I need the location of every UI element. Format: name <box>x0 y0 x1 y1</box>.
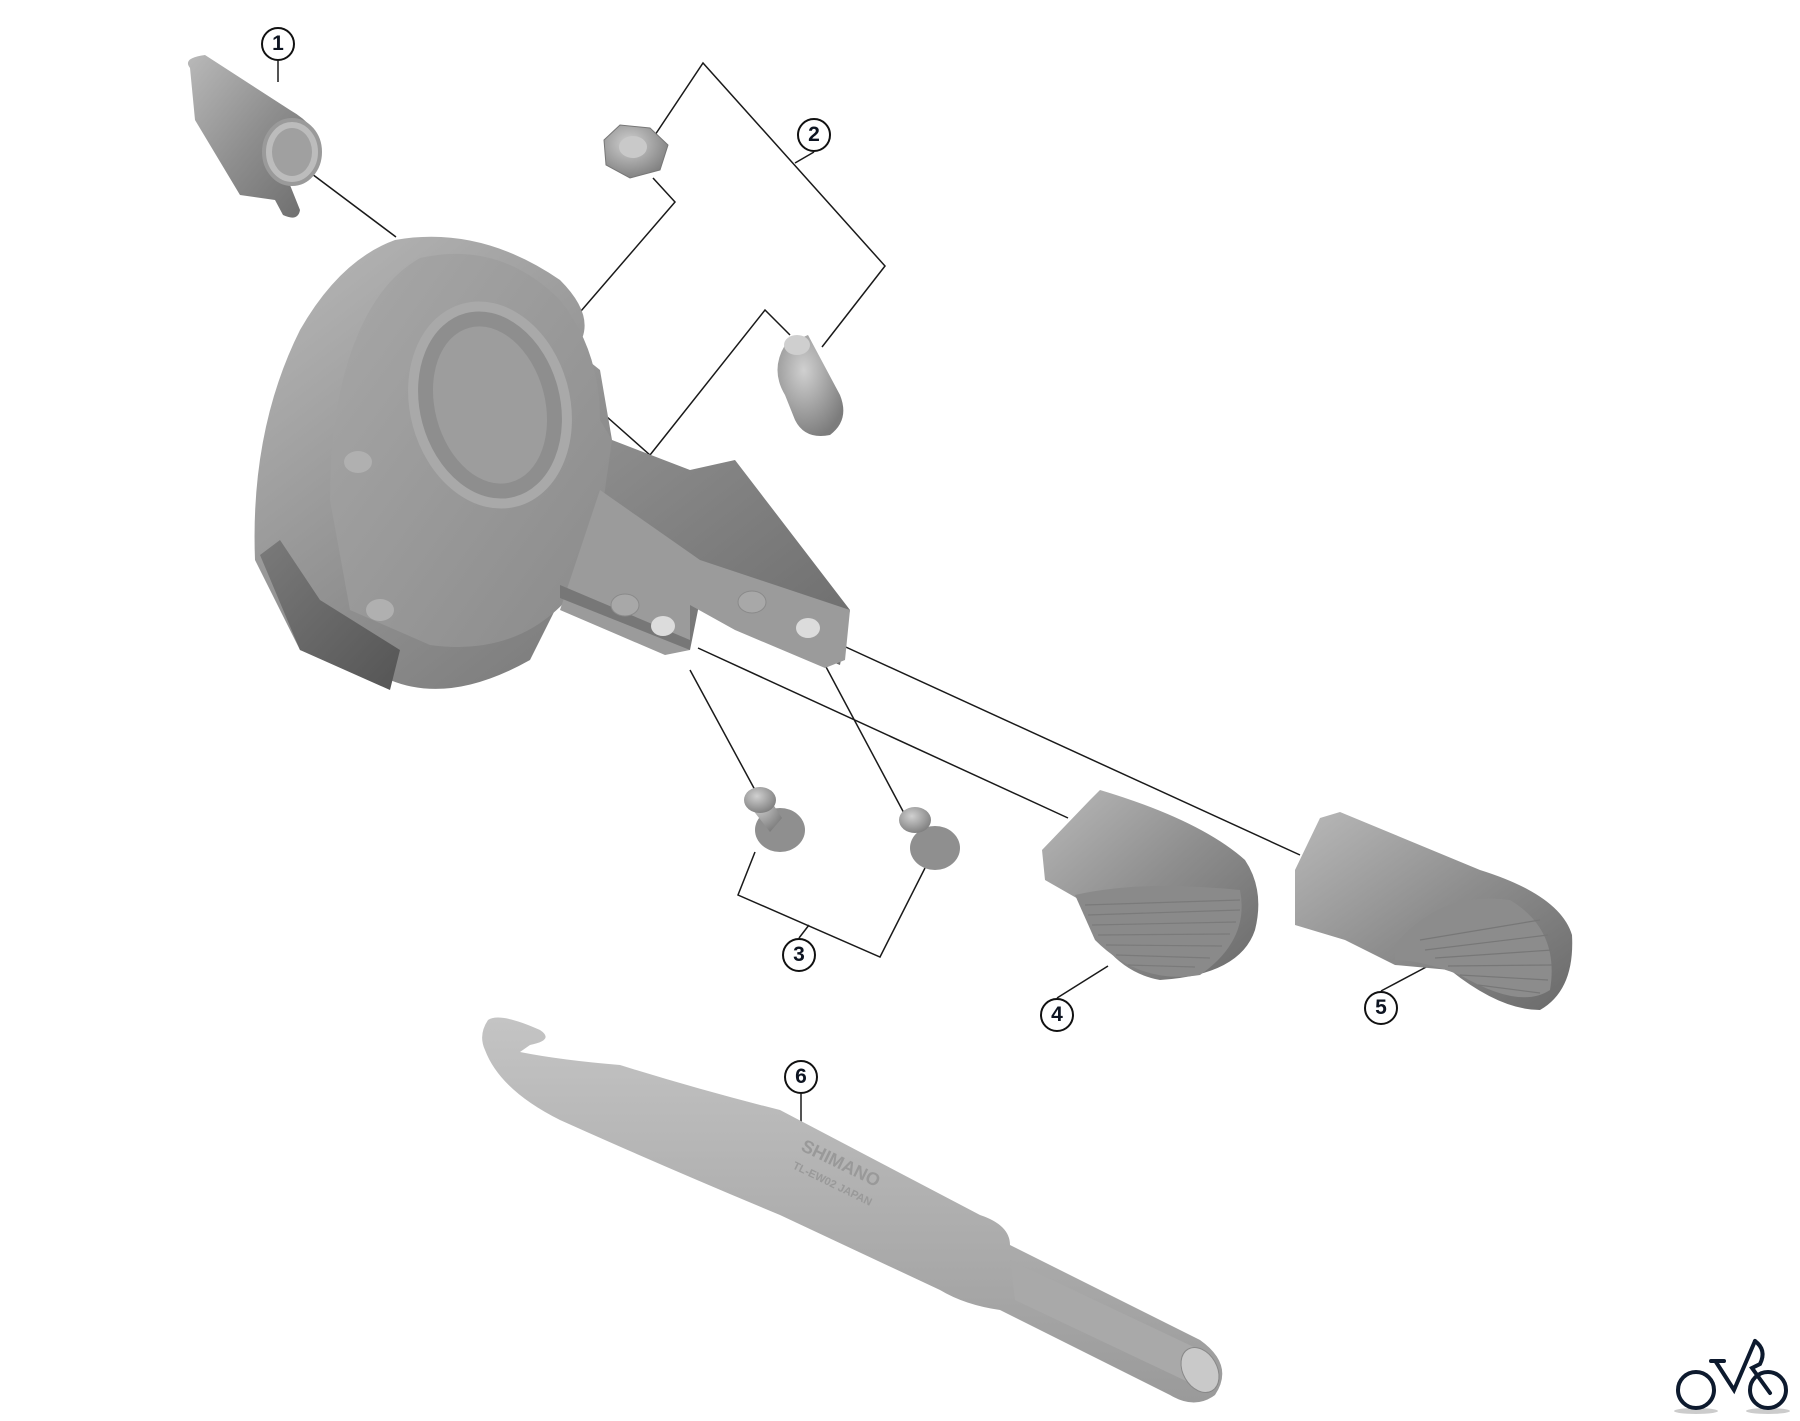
part-3-screw-left <box>744 787 805 852</box>
callout-1[interactable]: 1 <box>261 27 295 61</box>
part-6-tool: SHIMANO TL-EW02 JAPAN <box>482 1017 1223 1403</box>
part-5-long-lever <box>1295 812 1573 1010</box>
leader-lines <box>277 61 1431 1130</box>
shifter-body <box>254 236 850 690</box>
part-3-screw-right <box>899 807 960 870</box>
part-1-cable-sleeve <box>187 55 322 218</box>
part-2-nut <box>603 124 669 179</box>
callout-6[interactable]: 6 <box>784 1060 818 1094</box>
part-4-short-lever <box>1042 790 1259 980</box>
callout-5[interactable]: 5 <box>1364 991 1398 1025</box>
part-2-bolt <box>777 335 844 436</box>
bicycle-logo-icon <box>1674 1339 1790 1414</box>
callout-4[interactable]: 4 <box>1040 998 1074 1032</box>
callout-2[interactable]: 2 <box>797 118 831 152</box>
callout-3[interactable]: 3 <box>782 938 816 972</box>
